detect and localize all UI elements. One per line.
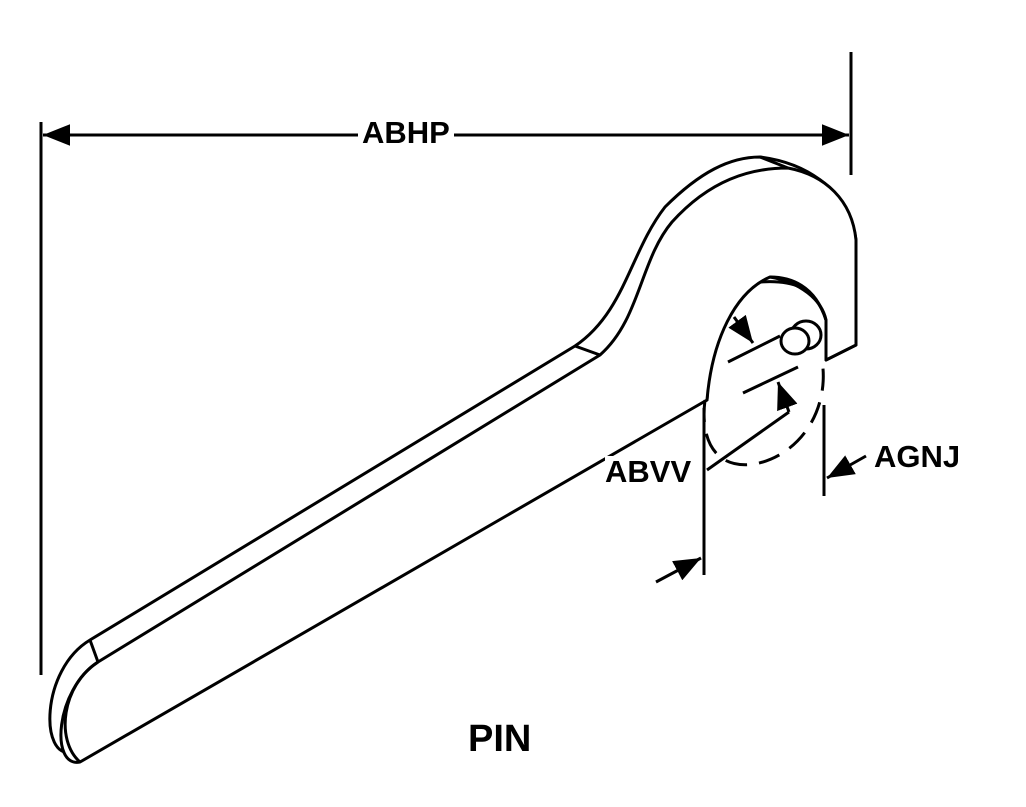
pin-front: [779, 326, 811, 356]
hook-inner-step: [769, 275, 828, 321]
diagram-caption: PIN: [468, 718, 532, 760]
handle-end-cap: [63, 660, 99, 764]
pin: [779, 319, 823, 356]
agnj-arrow: [826, 454, 867, 480]
pin-leader-line: [706, 410, 790, 472]
pin-height-dimension: [822, 405, 867, 496]
hook-left-arrow: [655, 556, 702, 584]
pin-diameter-label: ABVV: [605, 454, 692, 489]
pin-diameter-dimension: [655, 314, 799, 584]
wrench-body: [48, 155, 858, 764]
pin-upper-extension: [727, 334, 781, 364]
overall-length-label: ABHP: [358, 117, 454, 148]
pin-height-label: AGNJ: [874, 439, 961, 474]
handle-edge: [88, 155, 789, 663]
hidden-circle: [702, 359, 825, 467]
pin-lower-extension: [742, 365, 799, 395]
pin-lower-arrow: [776, 381, 798, 413]
pin-upper-arrow: [728, 314, 755, 344]
